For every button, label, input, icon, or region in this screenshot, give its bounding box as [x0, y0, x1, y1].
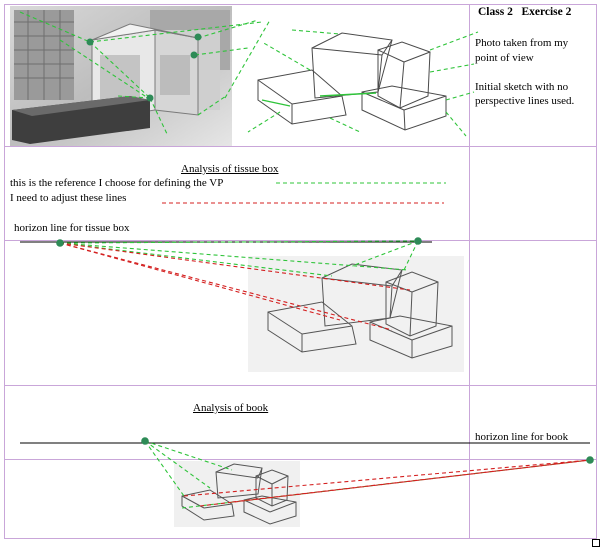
vanishing-point-book[interactable] [141, 437, 149, 445]
vanishing-point-marker[interactable] [86, 38, 94, 46]
table-border-top [4, 4, 596, 5]
sketch-perspective-lines [247, 29, 479, 137]
vanishing-point-marker[interactable] [190, 51, 198, 59]
table-border-right [596, 4, 597, 539]
legend-adjust-text: I need to adjust these lines [10, 192, 127, 204]
sketch-note: Initial sketch with no perspective lines… [475, 81, 575, 107]
tissue-box-sketch [248, 256, 464, 372]
table-row-divider-2 [4, 240, 596, 241]
vanishing-point-left[interactable] [56, 239, 64, 247]
book-horizon-label: horizon line for book [475, 431, 569, 443]
table-border-left [4, 4, 5, 539]
table-resize-handle[interactable] [592, 539, 600, 547]
reference-photo [10, 6, 232, 146]
book-heading: Analysis of book [193, 402, 269, 414]
book-sketch [174, 461, 300, 527]
tissue-box-reference-lines [59, 240, 419, 277]
table-row-divider-1 [4, 146, 596, 147]
table-border-bottom [4, 538, 596, 539]
vanishing-point-right[interactable] [414, 237, 422, 245]
vanishing-point-marker[interactable] [146, 94, 154, 102]
vanishing-point-book-right[interactable] [586, 456, 594, 464]
table-column-divider [469, 4, 470, 539]
tissue-box-adjust-lines [59, 242, 411, 331]
exercise-title: Class 2 Exercise 2 [478, 6, 572, 18]
initial-sketch-green-edges [261, 92, 377, 107]
legend-reference-text: this is the reference I choose for defin… [10, 177, 224, 189]
tissue-box-horizon-label: horizon line for tissue box [14, 222, 130, 234]
table-row-divider-4 [4, 459, 596, 460]
table-row-divider-3 [4, 385, 596, 386]
initial-sketch [257, 32, 447, 131]
photo-note: Photo taken from my point of view [475, 37, 569, 64]
tissue-box-heading: Analysis of tissue box [181, 163, 279, 175]
photo-perspective-lines [19, 11, 271, 137]
vanishing-point-marker[interactable] [194, 33, 202, 41]
book-adjust-lines [183, 459, 591, 507]
